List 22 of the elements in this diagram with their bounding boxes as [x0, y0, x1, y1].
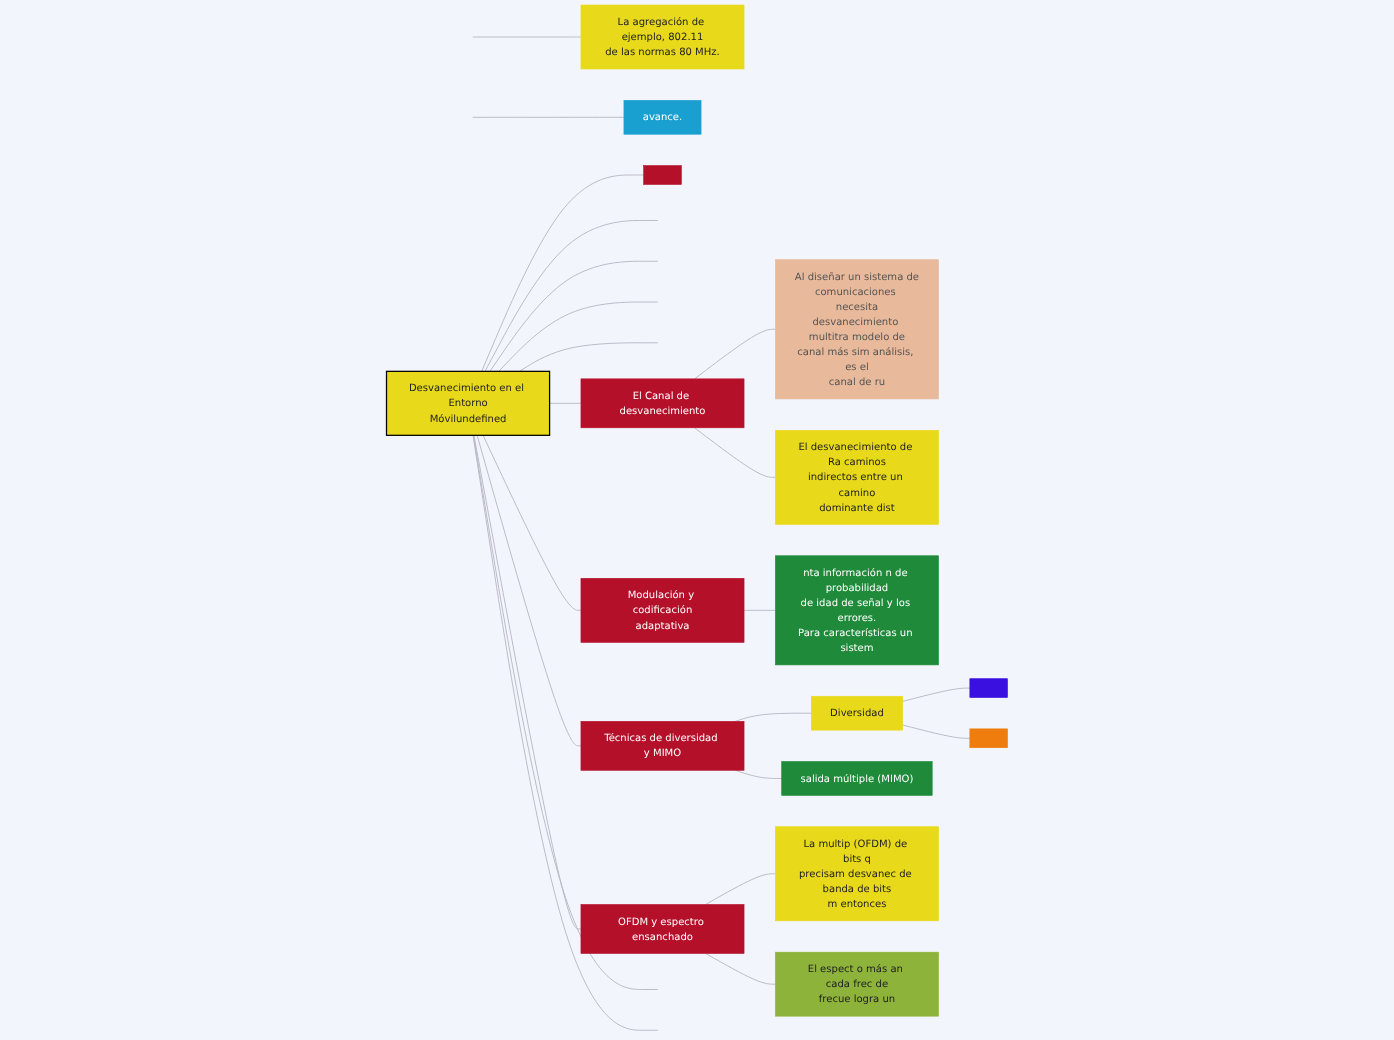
connector-line [734, 769, 783, 779]
node-box [969, 728, 1008, 748]
connector-line [473, 434, 582, 930]
connector-line [743, 609, 776, 611]
connector-line [902, 687, 971, 702]
connector-line [734, 712, 812, 722]
connector-line [705, 873, 776, 905]
connector-line [694, 427, 776, 478]
connector-line [481, 174, 645, 372]
connector-line [705, 952, 776, 985]
connector-line [549, 402, 582, 404]
connector-line [472, 116, 625, 118]
connector-line [498, 301, 659, 372]
connector-line [476, 434, 582, 747]
connector-line [484, 220, 659, 372]
connector-line [518, 342, 659, 372]
connector-line [482, 434, 582, 611]
connector-line [902, 724, 971, 739]
node-box [643, 165, 682, 185]
connector-line [694, 328, 776, 380]
connector-line [489, 260, 659, 372]
node-box [969, 678, 1008, 698]
